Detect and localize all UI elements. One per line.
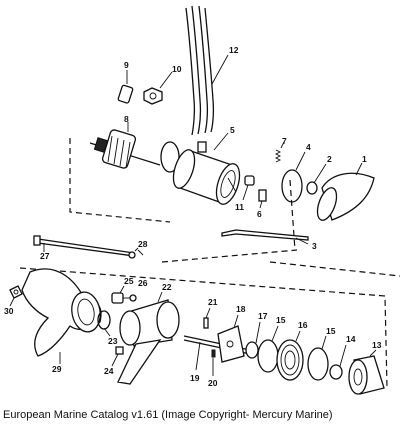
callout-2: 2 [327,154,332,164]
callout-27: 27 [40,251,50,261]
callout-9: 9 [124,60,129,70]
callout-5: 5 [230,125,235,135]
part-17-bearing [245,341,259,359]
part-13-end-cap [348,355,385,395]
part-7-spring [274,141,285,163]
callout-24: 24 [104,366,114,376]
callout-13: 13 [372,340,382,350]
callout-18: 18 [236,304,246,314]
callout-12: 12 [229,45,239,55]
part-14-nut [329,364,343,380]
part-23-ring [97,310,111,330]
callout-labels: 1 2 3 4 5 6 7 8 9 10 11 12 13 14 15 15 1… [4,45,382,388]
part-24-nut [115,346,124,355]
callout-30: 30 [4,306,14,316]
part-26-washer [129,294,137,302]
part-20-key [211,349,216,358]
callout-8: 8 [124,114,129,124]
lower-group-outline [19,249,388,389]
part-10-clip [143,71,173,105]
callout-15b: 15 [326,326,336,336]
part-6-screw [258,189,267,209]
part-4-o-ring [281,169,303,203]
callout-7: 7 [282,136,287,146]
part-2-cap [306,163,327,195]
part-28-nut [128,247,139,259]
part-25-bolt [111,292,131,304]
callout-1: 1 [362,154,367,164]
callout-17: 17 [258,311,268,321]
part-30-washer [9,285,23,299]
callout-4: 4 [306,142,311,152]
callout-21: 21 [208,297,218,307]
leader-lines [9,177,377,376]
callout-19: 19 [190,373,200,383]
part-11-nut [242,175,255,201]
part-22-gear-housing [117,299,180,385]
callout-25: 25 [124,276,134,286]
callout-22: 22 [162,282,172,292]
callout-10: 10 [172,64,182,74]
callout-3: 3 [312,241,317,251]
callout-11: 11 [235,202,244,212]
callout-28: 28 [138,239,148,249]
part-29-propeller [21,268,102,357]
callout-14: 14 [346,334,356,344]
part-15-ring-b [307,347,329,381]
callout-6: 6 [257,209,262,219]
image-caption: European Marine Catalog v1.61 (Image Cop… [3,409,333,421]
upper-group-outline [69,138,400,277]
part-18-thrust-hub [217,325,245,363]
part-16-roller-bearing [276,339,304,381]
callout-26: 26 [138,278,148,288]
part-5-motor-housing [172,132,241,205]
part-8-armature [89,122,161,169]
part-9-brush [117,70,134,104]
callout-16: 16 [298,320,308,330]
callout-29: 29 [52,364,62,374]
part-12-cables [185,5,229,136]
callout-20: 20 [208,378,218,388]
part-3-rod [221,229,309,245]
part-1-nose-cone [316,162,375,221]
part-27-long-bolt [33,235,135,257]
callout-15a: 15 [276,315,286,325]
callout-23: 23 [108,336,118,346]
part-15-ring-a [257,339,279,373]
part-21-pin [203,317,209,329]
